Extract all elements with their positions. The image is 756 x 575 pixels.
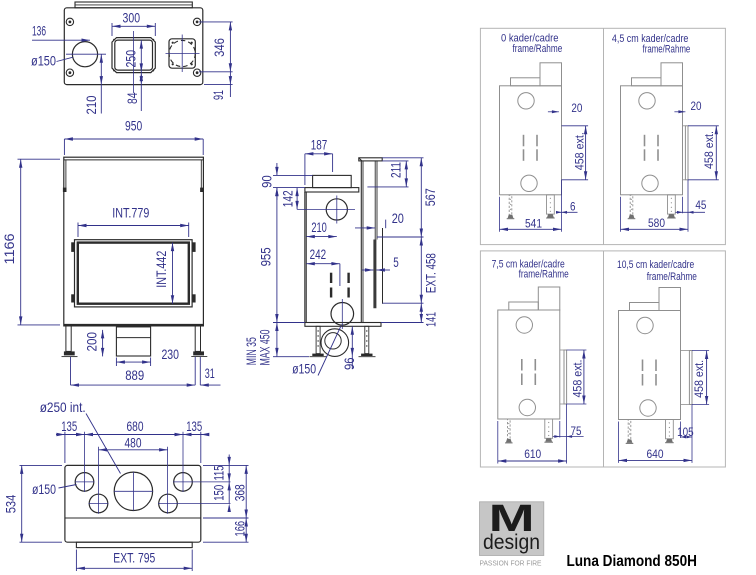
svg-text:7,5 cm kader/cadre: 7,5 cm kader/cadre: [492, 258, 565, 270]
svg-text:580: 580: [648, 218, 665, 230]
svg-text:250: 250: [124, 50, 139, 68]
svg-text:210: 210: [311, 220, 327, 235]
svg-text:541: 541: [525, 219, 542, 231]
svg-text:ø150: ø150: [292, 362, 316, 377]
svg-text:534: 534: [4, 494, 19, 513]
svg-text:458 ext.: 458 ext.: [574, 132, 586, 170]
svg-text:MAX 450: MAX 450: [258, 329, 273, 365]
svg-text:458 ext.: 458 ext.: [572, 360, 584, 398]
svg-text:75: 75: [571, 426, 582, 438]
svg-text:955: 955: [258, 247, 273, 266]
svg-text:4,5 cm kader/cadre: 4,5 cm kader/cadre: [612, 33, 689, 45]
svg-text:10,5 cm kader/cadre: 10,5 cm kader/cadre: [617, 259, 694, 271]
svg-text:ø250 int.: ø250 int.: [40, 400, 86, 415]
svg-text:300: 300: [123, 10, 141, 25]
svg-text:frame/Rahme: frame/Rahme: [513, 43, 563, 55]
svg-text:480: 480: [125, 436, 142, 451]
svg-text:INT.779: INT.779: [112, 206, 149, 221]
svg-text:20: 20: [392, 211, 404, 226]
svg-text:458 ext.: 458 ext.: [704, 131, 716, 169]
svg-text:135: 135: [186, 419, 202, 434]
svg-text:ø150: ø150: [32, 482, 56, 497]
svg-text:211: 211: [389, 162, 404, 178]
svg-text:210: 210: [84, 95, 99, 114]
svg-text:135: 135: [61, 419, 77, 434]
svg-text:M: M: [489, 498, 535, 540]
svg-text:EXT. 795: EXT. 795: [113, 551, 155, 566]
svg-text:200: 200: [85, 332, 100, 352]
svg-text:136: 136: [32, 23, 46, 38]
svg-text:187: 187: [311, 138, 328, 153]
svg-text:frame/Rahme: frame/Rahme: [643, 44, 691, 56]
svg-text:frame/Rahme: frame/Rahme: [519, 269, 569, 281]
svg-text:84: 84: [125, 92, 140, 104]
svg-text:20: 20: [691, 101, 702, 113]
svg-text:458 ext.: 458 ext.: [694, 360, 706, 398]
svg-text:346: 346: [212, 38, 227, 57]
svg-text:889: 889: [125, 368, 144, 383]
svg-text:EXT. 458: EXT. 458: [423, 253, 438, 293]
svg-text:5: 5: [393, 255, 399, 270]
svg-text:45: 45: [695, 200, 706, 212]
svg-text:6: 6: [570, 202, 576, 214]
svg-text:ø150: ø150: [31, 54, 56, 69]
svg-text:INT.442: INT.442: [154, 251, 169, 288]
svg-text:31: 31: [205, 366, 215, 381]
svg-text:610: 610: [524, 449, 541, 461]
svg-text:230: 230: [161, 347, 179, 362]
svg-text:242: 242: [310, 247, 327, 262]
svg-text:96: 96: [342, 357, 357, 370]
svg-text:105: 105: [677, 427, 694, 439]
svg-text:115: 115: [212, 465, 227, 480]
svg-text:1166: 1166: [2, 233, 17, 264]
svg-text:MIN 35: MIN 35: [244, 337, 259, 365]
svg-text:91: 91: [211, 90, 226, 100]
svg-text:design: design: [483, 531, 540, 554]
svg-text:0 kader/cadre: 0 kader/cadre: [501, 32, 559, 44]
svg-text:frame/Rahme: frame/Rahme: [647, 271, 697, 283]
svg-text:166: 166: [232, 521, 247, 537]
svg-text:567: 567: [423, 188, 438, 206]
svg-text:142: 142: [281, 190, 296, 207]
svg-text:680: 680: [127, 419, 144, 434]
svg-text:PASSION FOR FIRE: PASSION FOR FIRE: [480, 558, 542, 567]
svg-text:90: 90: [260, 175, 275, 188]
svg-text:Luna Diamond 850H: Luna Diamond 850H: [566, 553, 697, 570]
svg-text:640: 640: [647, 449, 664, 461]
svg-text:20: 20: [571, 103, 582, 115]
svg-text:150: 150: [212, 485, 227, 501]
svg-text:368: 368: [232, 484, 247, 501]
svg-text:950: 950: [125, 119, 142, 134]
svg-text:141: 141: [423, 312, 438, 327]
